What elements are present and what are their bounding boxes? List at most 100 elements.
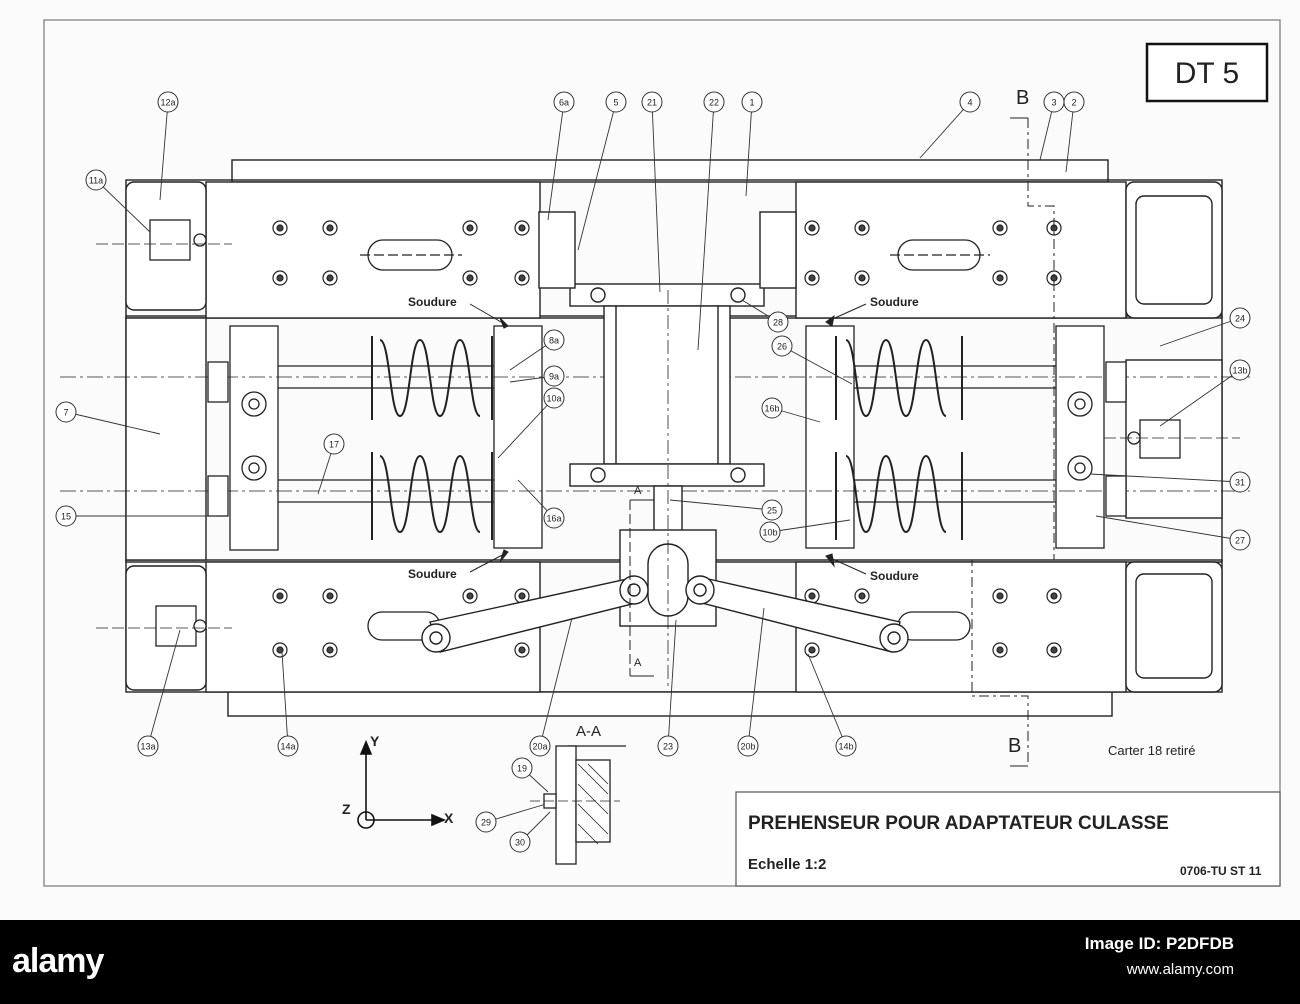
callout-circle	[55, 505, 77, 527]
callout-label: 16a	[546, 514, 561, 524]
callout-leader	[747, 607, 765, 747]
callout-circle	[55, 401, 77, 423]
callout-circle	[529, 735, 551, 757]
callout-circle	[761, 499, 783, 521]
callout-label: 20a	[532, 742, 547, 752]
guide-nuts	[207, 361, 1127, 517]
image-id-label: Image ID: P2DFDB	[1084, 934, 1234, 953]
callout-label: 25	[767, 506, 777, 516]
axis-x-label: X	[444, 810, 454, 826]
drawing-scale: Echelle 1:2	[748, 856, 826, 873]
callout-circle	[509, 831, 531, 853]
callout-circle	[605, 91, 627, 113]
callout-circle	[835, 735, 857, 757]
callout-31: 31	[1089, 471, 1251, 493]
drawing-title: PREHENSEUR POUR ADAPTATEUR CULASSE	[748, 813, 1169, 834]
callout-10b: 10b	[759, 519, 851, 543]
callout-leader	[577, 101, 617, 251]
callout-label: 24	[1235, 314, 1245, 324]
callout-label: 28	[773, 318, 783, 328]
callout-circle	[741, 91, 763, 113]
callout-leader	[1159, 317, 1241, 347]
callout-27: 27	[1095, 515, 1251, 551]
callout-14b: 14b	[807, 653, 857, 757]
callout-28: 28	[741, 299, 789, 333]
callout-leader	[697, 101, 715, 351]
callout-leader	[1159, 369, 1241, 427]
callout-leader	[919, 101, 971, 159]
callout-label: 17	[329, 440, 339, 450]
callout-label: 19	[517, 764, 527, 774]
callout-16b: 16b	[761, 397, 821, 423]
callout-circle	[543, 329, 565, 351]
callout-leader	[281, 651, 289, 747]
callout-leader	[497, 397, 555, 459]
callout-25: 25	[669, 499, 783, 521]
callout-circle	[543, 365, 565, 387]
callout-circle	[767, 311, 789, 333]
watermark-footer	[0, 920, 1300, 1004]
central-cylinder	[538, 211, 797, 690]
callout-label: 2	[1071, 98, 1076, 108]
callout-leader	[95, 179, 151, 233]
callout-label: 8a	[549, 336, 559, 346]
callout-circle	[641, 91, 663, 113]
callout-leader	[667, 619, 677, 747]
technical-drawing: DT 5	[43, 19, 1281, 887]
callout-10a: 10a	[497, 387, 565, 459]
callout-leader	[65, 411, 161, 435]
sheet-border	[43, 19, 1281, 887]
callout-label: 5	[613, 98, 618, 108]
callout-label: 23	[663, 742, 673, 752]
callout-label: 10a	[546, 394, 561, 404]
callout-8a: 8a	[509, 329, 565, 371]
section-aa-title: A-A	[576, 723, 601, 740]
callout-7: 7	[55, 401, 161, 435]
sheet-code-box: DT 5	[1145, 42, 1269, 103]
section-a-top: A	[634, 485, 642, 497]
callout-circle	[737, 735, 759, 757]
callout-leader	[807, 653, 847, 747]
weld-label-bottom-left: Soudure	[408, 567, 457, 581]
section-b-top: B	[1016, 87, 1029, 109]
toggle-linkage	[421, 575, 909, 653]
callout-label: 13b	[1232, 366, 1247, 376]
callout-circle	[703, 91, 725, 113]
weld-label-top-right: Soudure	[870, 295, 919, 309]
callout-label: 9a	[549, 372, 559, 382]
callout-20b: 20b	[737, 607, 765, 757]
sheet-code: DT 5	[1175, 57, 1239, 90]
callout-leader	[651, 101, 661, 293]
callout-leader	[159, 101, 169, 201]
callout-circle	[475, 811, 497, 833]
bolt-pattern	[272, 220, 1062, 658]
callout-circle	[511, 757, 533, 779]
side-clamps	[96, 219, 1240, 647]
callout-21: 21	[641, 91, 663, 293]
axis-z-label: Z	[342, 801, 351, 817]
callout-label: 20b	[740, 742, 755, 752]
callout-16a: 16a	[517, 479, 565, 529]
weld-leaders	[469, 303, 867, 575]
callout-15: 15	[55, 505, 216, 527]
callout-leader	[1095, 515, 1241, 541]
callout-29: 29	[475, 803, 547, 833]
axis-triad	[357, 739, 447, 829]
cover-removed-note: Carter 18 retiré	[1108, 743, 1195, 758]
callout-2: 2	[1063, 91, 1085, 173]
callout-30: 30	[509, 811, 551, 853]
callout-9a: 9a	[509, 365, 565, 387]
callout-11a: 11a	[85, 169, 151, 233]
callout-circle	[277, 735, 299, 757]
callout-circle	[771, 335, 793, 357]
callout-23: 23	[657, 619, 679, 757]
axis-y-label: Y	[370, 733, 380, 749]
callout-label: 31	[1235, 478, 1245, 488]
callout-leader	[669, 499, 773, 511]
drawing-reference: 0706-TU ST 11	[1180, 864, 1262, 878]
callout-circle	[759, 521, 781, 543]
callout-circle	[1229, 471, 1251, 493]
callout-label: 21	[647, 98, 657, 108]
callout-22: 22	[697, 91, 725, 351]
